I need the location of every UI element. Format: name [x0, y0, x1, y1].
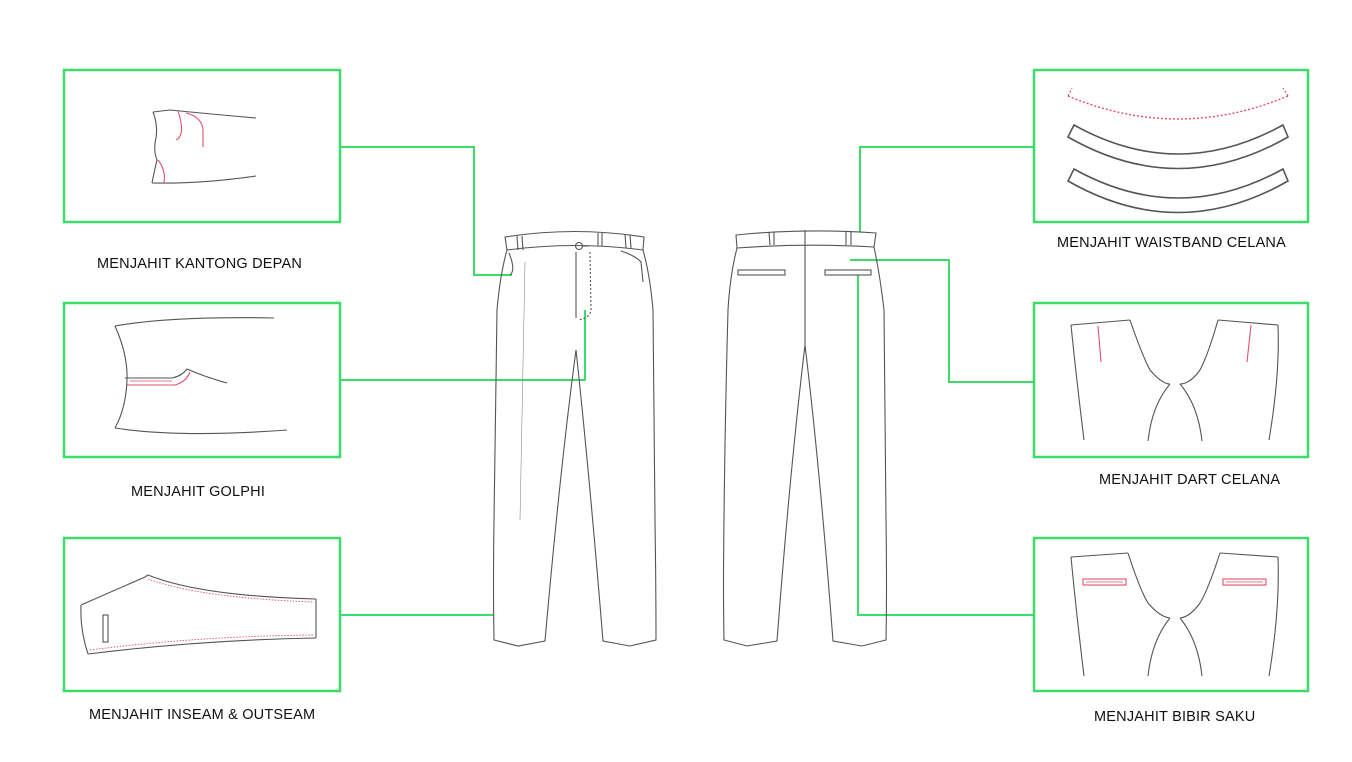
panel-golphi: [62, 301, 342, 459]
panel-waistband: [1032, 68, 1310, 224]
panel-frame: [1032, 68, 1310, 224]
caption-waistband: MENJAHIT WAISTBAND CELANA: [1057, 235, 1286, 251]
trousers-back: [722, 230, 888, 647]
caption-inseam-outseam: MENJAHIT INSEAM & OUTSEAM: [89, 707, 316, 723]
caption-kantong-depan: MENJAHIT KANTONG DEPAN: [97, 256, 303, 272]
panel-frame: [1032, 301, 1310, 459]
caption-bibir-saku: MENJAHIT BIBIR SAKU: [1094, 709, 1256, 725]
connector-golphi: [340, 310, 586, 381]
panel-frame: [1032, 536, 1310, 693]
panel-kantong-depan: [62, 68, 342, 224]
panel-frame: [62, 68, 342, 224]
connectors: [340, 146, 1034, 616]
caption-golphi: MENJAHIT GOLPHI: [131, 484, 266, 500]
caption-dart: MENJAHIT DART CELANA: [1099, 472, 1281, 488]
connector-bibir-saku: [857, 275, 1034, 616]
button-icon: [574, 241, 584, 251]
trousers-front: [492, 230, 657, 647]
panel-frame: [62, 536, 342, 693]
leg-seam-illustration: [80, 574, 317, 655]
front-pocket-illustration: [151, 109, 257, 184]
panel-bibir-saku: [1032, 536, 1310, 693]
panel-inseam-outseam: [62, 536, 342, 693]
connector-kantong-depan: [340, 146, 512, 276]
panel-dart: [1032, 301, 1310, 459]
waistband-illustration: [1066, 87, 1290, 214]
panel-frame: [62, 301, 342, 459]
back-pocket-illustration: [1070, 552, 1279, 677]
fly-illustration: [114, 317, 288, 435]
connector-dart: [850, 259, 1034, 383]
dart-illustration: [1070, 319, 1279, 442]
connector-waistband: [859, 146, 1034, 232]
